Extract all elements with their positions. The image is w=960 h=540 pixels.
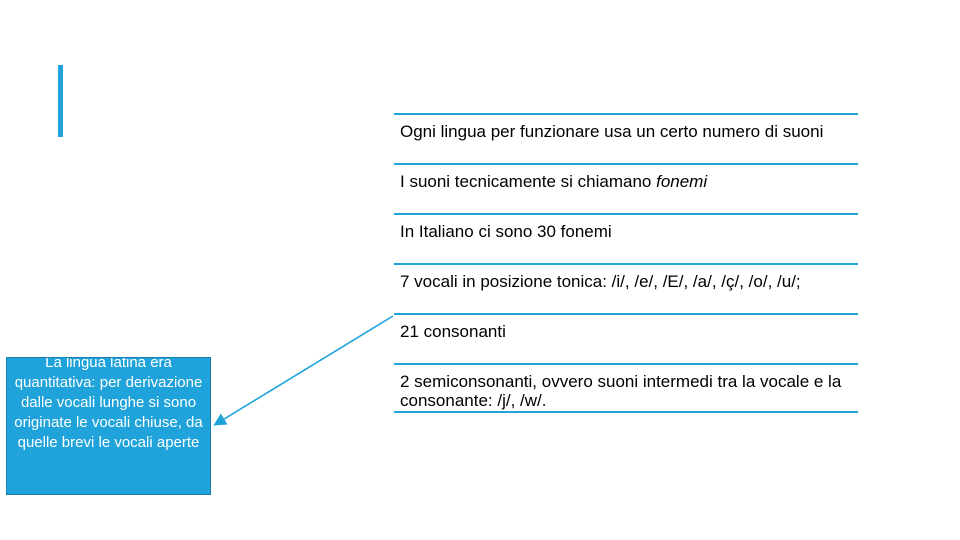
list-item: 7 vocali in posizione tonica: /i/, /e/, … [394, 263, 858, 313]
arrow-line [213, 315, 394, 426]
accent-bar [58, 65, 63, 137]
callout-text: La lingua latina era quantitativa: per d… [14, 357, 203, 451]
list-item: 2 semiconsonanti, ovvero suoni intermedi… [394, 363, 858, 413]
list-item: I suoni tecnicamente si chiamano fonemi [394, 163, 858, 213]
list-item-text: Ogni lingua per funzionare usa un certo … [400, 122, 824, 141]
emphasis-text: fonemi [656, 172, 708, 191]
list-item-text: 7 vocali in posizione tonica: /i/, /e/, … [400, 272, 801, 291]
list-item: In Italiano ci sono 30 fonemi [394, 213, 858, 263]
list-item-text: I suoni tecnicamente si chiamano [400, 172, 657, 191]
bullet-list: Ogni lingua per funzionare usa un certo … [394, 113, 858, 413]
list-item-text: 2 semiconsonanti, ovvero suoni intermedi… [400, 372, 842, 410]
list-item-text: In Italiano ci sono 30 fonemi [400, 222, 612, 241]
callout-box: La lingua latina era quantitativa: per d… [6, 357, 211, 495]
list-item-text: 21 consonanti [400, 322, 506, 341]
list-item: 21 consonanti [394, 313, 858, 363]
list-item: Ogni lingua per funzionare usa un certo … [394, 113, 858, 163]
